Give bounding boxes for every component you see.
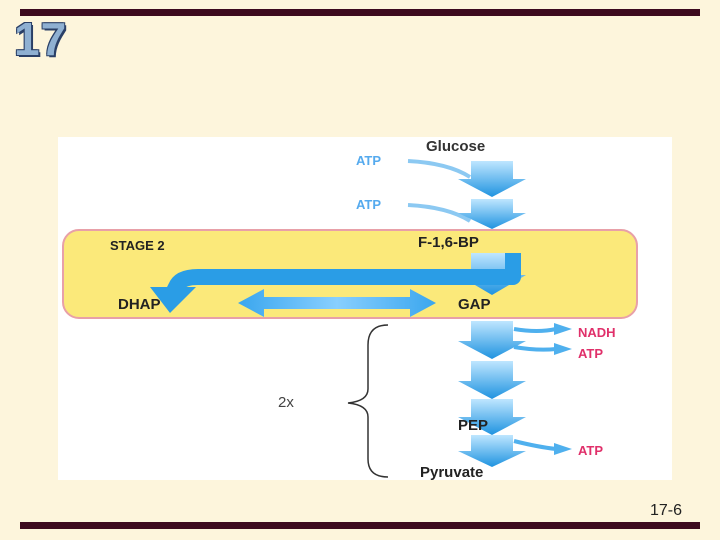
f16bp-label: F-1,6-BP	[418, 234, 479, 251]
nadh-output-head	[554, 323, 572, 335]
glycolysis-diagram: Glucose ATP ATP STAGE 2 F-1,6-BP DHAP GA…	[58, 137, 672, 480]
atp-input-2-label: ATP	[356, 197, 381, 212]
arrow-down-4	[458, 321, 526, 359]
gap-label: GAP	[458, 296, 491, 313]
dhap-label: DHAP	[118, 296, 161, 313]
multiplier-brace	[347, 324, 389, 478]
nadh-output-arrow	[513, 327, 557, 333]
arrow-down-1	[458, 161, 526, 197]
atp-output-2-arrow	[513, 439, 557, 451]
atp-output-2-head	[554, 443, 572, 455]
page-number: 17-6	[649, 502, 682, 519]
multiplier-label: 2x	[278, 394, 294, 411]
atp-input-1-arrow	[407, 159, 472, 179]
pyruvate-label: Pyruvate	[420, 464, 483, 480]
pep-label: PEP	[458, 417, 488, 434]
atp-output-1-head	[554, 343, 572, 355]
nadh-output-label: NADH	[578, 325, 616, 340]
bottom-rule	[20, 522, 700, 529]
atp-output-1-label: ATP	[578, 346, 603, 361]
top-rule	[20, 9, 700, 16]
chapter-number: 17	[14, 13, 68, 65]
atp-output-2-label: ATP	[578, 443, 603, 458]
glucose-label: Glucose	[426, 138, 485, 155]
arrow-down-2	[458, 199, 526, 229]
dhap-gap-double-arrow	[238, 289, 436, 317]
stage-2-label: STAGE 2	[110, 238, 165, 253]
atp-output-1-arrow	[513, 345, 557, 352]
arrow-down-7	[458, 435, 526, 467]
atp-input-1-label: ATP	[356, 153, 381, 168]
atp-input-2-arrow	[407, 203, 472, 223]
arrow-down-6	[458, 399, 526, 435]
f16bp-to-dhap-arrow	[164, 253, 521, 299]
f16bp-to-dhap-head	[150, 287, 196, 313]
arrow-down-5	[458, 361, 526, 399]
